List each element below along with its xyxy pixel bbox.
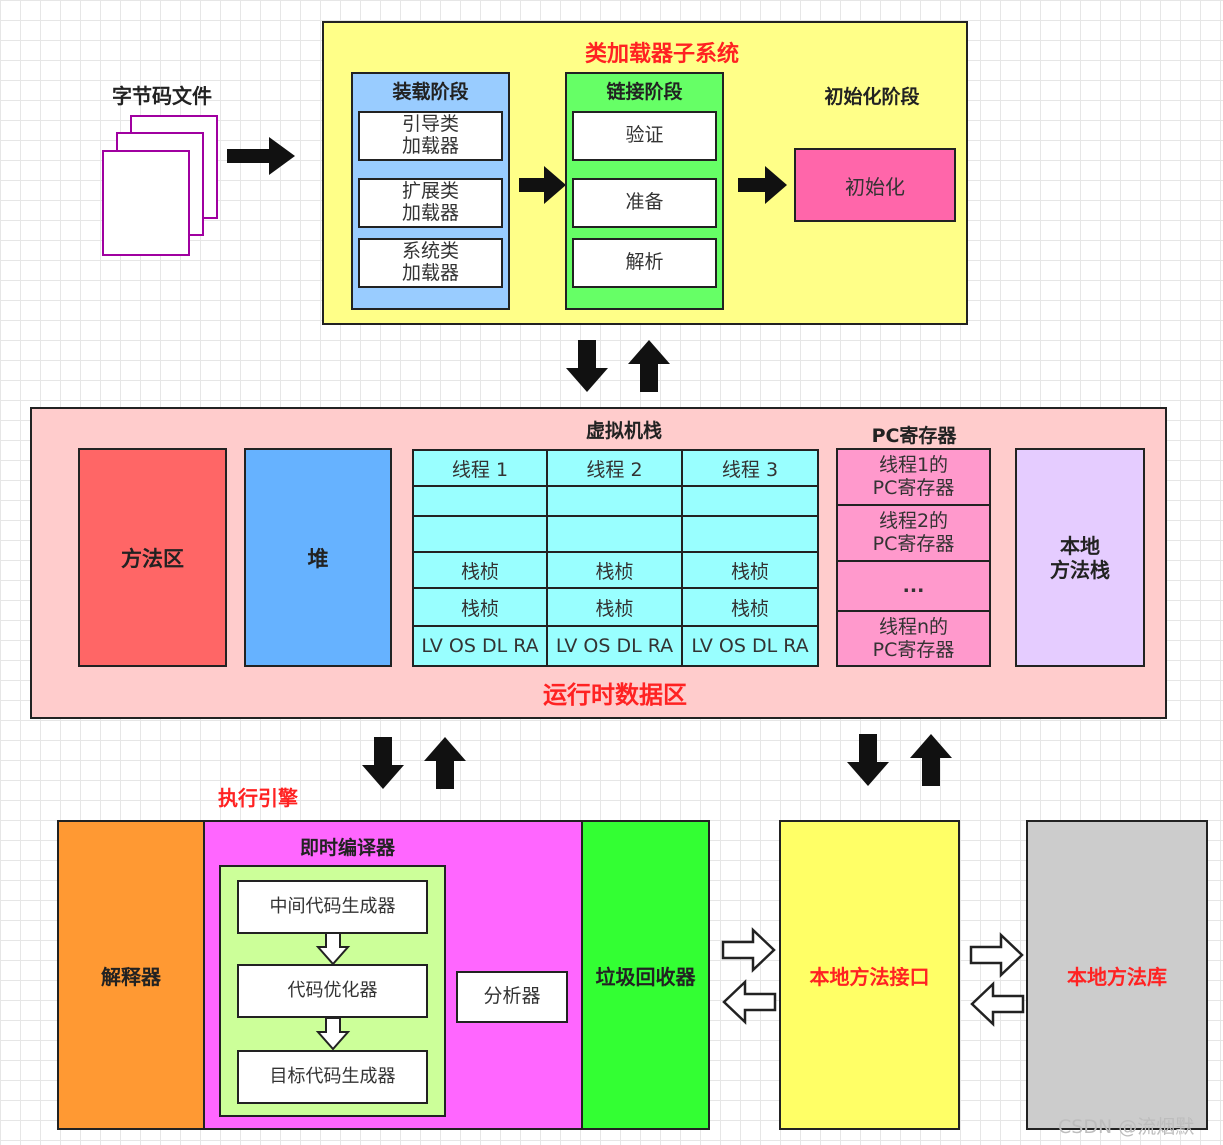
frame-fields: LV OS DL RA — [681, 625, 819, 667]
bootstrap-classloader: 引导类 加载器 — [358, 111, 503, 161]
arrow-up-icon — [628, 340, 670, 392]
classloader-title: 类加载器子系统 — [584, 42, 739, 67]
arrow-down-icon — [566, 340, 608, 392]
initialize-step: 初始化 — [794, 148, 956, 222]
runtime-title: 运行时数据区 — [543, 681, 687, 709]
stack-cell — [546, 485, 683, 517]
linking-stage-title: 链接阶段 — [606, 81, 683, 103]
jit-compiler-title: 即时编译器 — [300, 837, 396, 859]
vm-stack-title: 虚拟机栈 — [585, 420, 662, 442]
stack-frame: 栈桢 — [681, 551, 819, 589]
arrow-down-outline-icon — [315, 932, 351, 966]
pc-register-title: PC寄存器 — [871, 425, 957, 447]
resolve-step: 解析 — [572, 238, 717, 288]
arrow-left-outline-icon — [970, 981, 1025, 1027]
engine-title: 执行引擎 — [218, 786, 298, 810]
stack-frame: 栈桢 — [412, 587, 548, 627]
vm-stack: 线程 1 栈桢 栈桢 LV OS DL RA 线程 2 栈桢 栈桢 LV OS … — [412, 449, 819, 667]
init-stage-title: 初始化阶段 — [824, 86, 920, 108]
pc-register-ellipsis: ... — [836, 560, 991, 612]
arrow-up-icon — [424, 737, 466, 789]
native-method-library: 本地方法库 — [1026, 820, 1208, 1130]
stack-cell — [681, 485, 819, 517]
arrow-up-icon — [910, 734, 952, 786]
analyzer: 分析器 — [456, 971, 568, 1023]
interpreter: 解释器 — [57, 820, 205, 1130]
extension-classloader: 扩展类 加载器 — [358, 178, 503, 228]
pc-register: 线程1的 PC寄存器 线程2的 PC寄存器 ... 线程n的 PC寄存器 — [836, 448, 991, 667]
arrow-right-icon — [227, 137, 295, 175]
target-code-generator: 目标代码生成器 — [237, 1050, 428, 1104]
thread-header: 线程 2 — [546, 449, 683, 487]
stack-frame: 栈桢 — [412, 551, 548, 589]
heap: 堆 — [244, 448, 392, 667]
arrow-down-icon — [362, 737, 404, 789]
arrow-down-outline-icon — [315, 1017, 351, 1051]
arrow-down-icon — [847, 734, 889, 786]
ir-generator: 中间代码生成器 — [237, 880, 428, 934]
arrow-left-outline-icon — [722, 979, 777, 1025]
thread-header: 线程 1 — [412, 449, 548, 487]
arrow-right-outline-icon — [721, 927, 776, 973]
loading-stage-title: 装载阶段 — [392, 81, 469, 103]
stack-cell — [412, 515, 548, 553]
frame-fields: LV OS DL RA — [546, 625, 683, 667]
stack-cell — [412, 485, 548, 517]
verify-step: 验证 — [572, 111, 717, 161]
watermark: CSDN @流烟默 — [1058, 1116, 1195, 1138]
stack-cell — [681, 515, 819, 553]
arrow-right-icon — [519, 166, 566, 204]
pc-register-item: 线程n的 PC寄存器 — [836, 610, 991, 667]
pc-register-item: 线程1的 PC寄存器 — [836, 448, 991, 506]
garbage-collector: 垃圾回收器 — [581, 820, 710, 1130]
arrow-right-icon — [738, 166, 787, 204]
pc-register-item: 线程2的 PC寄存器 — [836, 504, 991, 562]
arrow-right-outline-icon — [969, 932, 1024, 978]
stack-frame: 栈桢 — [546, 551, 683, 589]
code-optimizer: 代码优化器 — [237, 964, 428, 1018]
native-method-interface: 本地方法接口 — [779, 820, 960, 1130]
native-method-stack: 本地 方法栈 — [1015, 448, 1145, 667]
method-area: 方法区 — [78, 448, 227, 667]
thread-header: 线程 3 — [681, 449, 819, 487]
bytecode-label: 字节码文件 — [112, 84, 212, 108]
system-classloader: 系统类 加载器 — [358, 238, 503, 288]
stack-frame: 栈桢 — [546, 587, 683, 627]
prepare-step: 准备 — [572, 178, 717, 228]
stack-cell — [546, 515, 683, 553]
frame-fields: LV OS DL RA — [412, 625, 548, 667]
stack-frame: 栈桢 — [681, 587, 819, 627]
